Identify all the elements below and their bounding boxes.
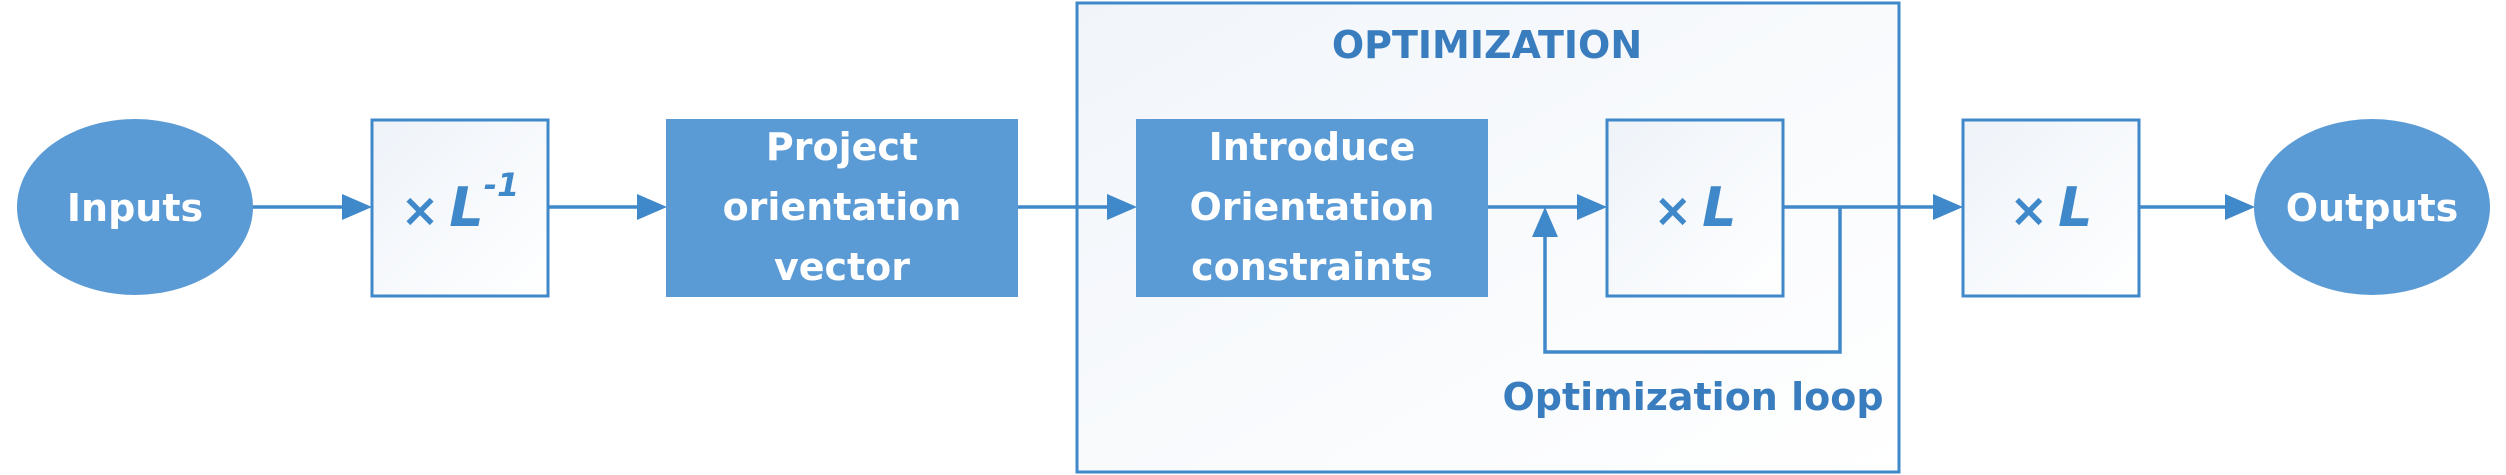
times-l-expression: ×L	[1654, 176, 1737, 239]
introduce-line-2: Orientation	[1189, 185, 1434, 229]
l-symbol: L	[2058, 176, 2092, 239]
inverse-exponent: -1	[484, 166, 520, 204]
inputs-node: Inputs	[17, 119, 253, 295]
project-orientation-node: Project orientation vector	[666, 119, 1018, 297]
inverse-l-expression: ×L-1	[401, 166, 520, 239]
times-sign: ×	[2010, 183, 2049, 237]
project-line-1: Project	[766, 125, 918, 169]
arrowhead-project	[637, 194, 667, 220]
l-symbol: L	[449, 176, 483, 239]
arrowhead-inverse	[342, 194, 372, 220]
optimization-title: OPTIMIZATION	[1332, 23, 1642, 67]
inverse-l-node: ×L-1	[370, 118, 550, 298]
arrowhead-final	[1933, 194, 1963, 220]
final-l-node: ×L	[1961, 118, 2141, 298]
l-symbol: L	[1702, 176, 1736, 239]
optimization-loop-label: Optimization loop	[1502, 375, 1883, 419]
arrowhead-introduce	[1107, 194, 1137, 220]
introduce-line-3: constraints	[1191, 245, 1433, 289]
times-l-node: ×L	[1605, 118, 1785, 298]
introduce-line-1: Introduce	[1209, 125, 1416, 169]
times-sign: ×	[1654, 183, 1693, 237]
outputs-node: Outputs	[2254, 119, 2490, 295]
connectors	[252, 205, 2228, 354]
times-sign: ×	[401, 183, 440, 237]
project-line-2: orientation	[723, 185, 962, 229]
outputs-label: Outputs	[2286, 186, 2459, 230]
arrowhead-loop	[1532, 207, 1558, 237]
arrow-heads	[342, 194, 2255, 237]
optimization-loop-path	[1543, 207, 1842, 354]
project-line-3: vector	[774, 245, 910, 289]
arrowhead-times-l	[1577, 194, 1607, 220]
introduce-constraints-node: Introduce Orientation constraints	[1136, 119, 1488, 297]
inputs-label: Inputs	[67, 186, 203, 230]
final-l-expression: ×L	[2010, 176, 2093, 239]
arrowhead-outputs	[2225, 194, 2255, 220]
